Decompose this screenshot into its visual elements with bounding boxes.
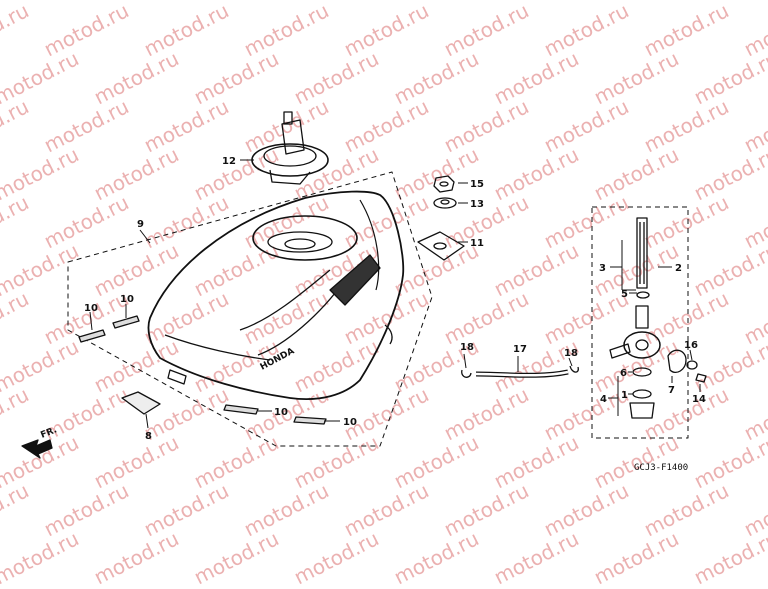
hose-clip-2: [569, 365, 579, 373]
callout-15: 15: [470, 179, 484, 190]
callout-4: 4: [600, 394, 607, 405]
cushion-pad-1: [78, 329, 106, 343]
hose-clip-1: [461, 369, 472, 378]
valve-group-outline: [591, 206, 689, 439]
cushion-pad-4: [293, 416, 327, 425]
fuel-valve: [609, 305, 661, 359]
callout-3: 3: [599, 263, 606, 274]
o-ring-6: [632, 367, 652, 377]
fuel-tank: HONDA: [147, 190, 405, 400]
callout-9: 9: [137, 219, 144, 230]
callout-11: 11: [470, 238, 484, 249]
fuel-cup: [629, 402, 655, 419]
callout-18-b: 18: [564, 348, 578, 359]
front-arrow-icon: [21, 439, 53, 459]
callout-7: 7: [668, 385, 675, 396]
callout-12: 12: [222, 156, 236, 167]
callout-8: 8: [145, 431, 152, 442]
fuel-cap: [251, 111, 329, 185]
callout-5: 5: [621, 289, 628, 300]
cushion-pad-2: [112, 315, 140, 329]
callout-18-a: 18: [460, 342, 474, 353]
diagram-code: GCJ3-F1400: [634, 463, 688, 473]
spring-washer: [686, 360, 698, 370]
callout-16: 16: [684, 340, 698, 351]
nut: [433, 175, 455, 193]
valve-lever: [667, 349, 687, 374]
rubber-mount: [121, 391, 161, 415]
callout-13: 13: [470, 199, 484, 210]
callout-10-a: 10: [84, 303, 98, 314]
parts-diagram: HONDA: [21, 111, 707, 473]
o-ring-1: [632, 389, 652, 399]
tank-bracket: [417, 231, 465, 261]
fuel-strainer: [636, 217, 648, 289]
cushion-pad-3: [223, 404, 259, 415]
callout-10-b: 10: [120, 294, 134, 305]
callout-10-d: 10: [343, 417, 357, 428]
o-ring-5: [636, 291, 650, 299]
front-label: FR.: [39, 425, 58, 441]
callout-17: 17: [513, 344, 527, 355]
callout-10-c: 10: [274, 407, 288, 418]
callout-2: 2: [675, 263, 682, 274]
screw: [695, 373, 707, 383]
callout-1: 1: [621, 390, 628, 401]
callout-14: 14: [692, 394, 706, 405]
tank-group-outline: [67, 171, 433, 447]
washer: [433, 197, 457, 209]
callout-6: 6: [620, 368, 627, 379]
